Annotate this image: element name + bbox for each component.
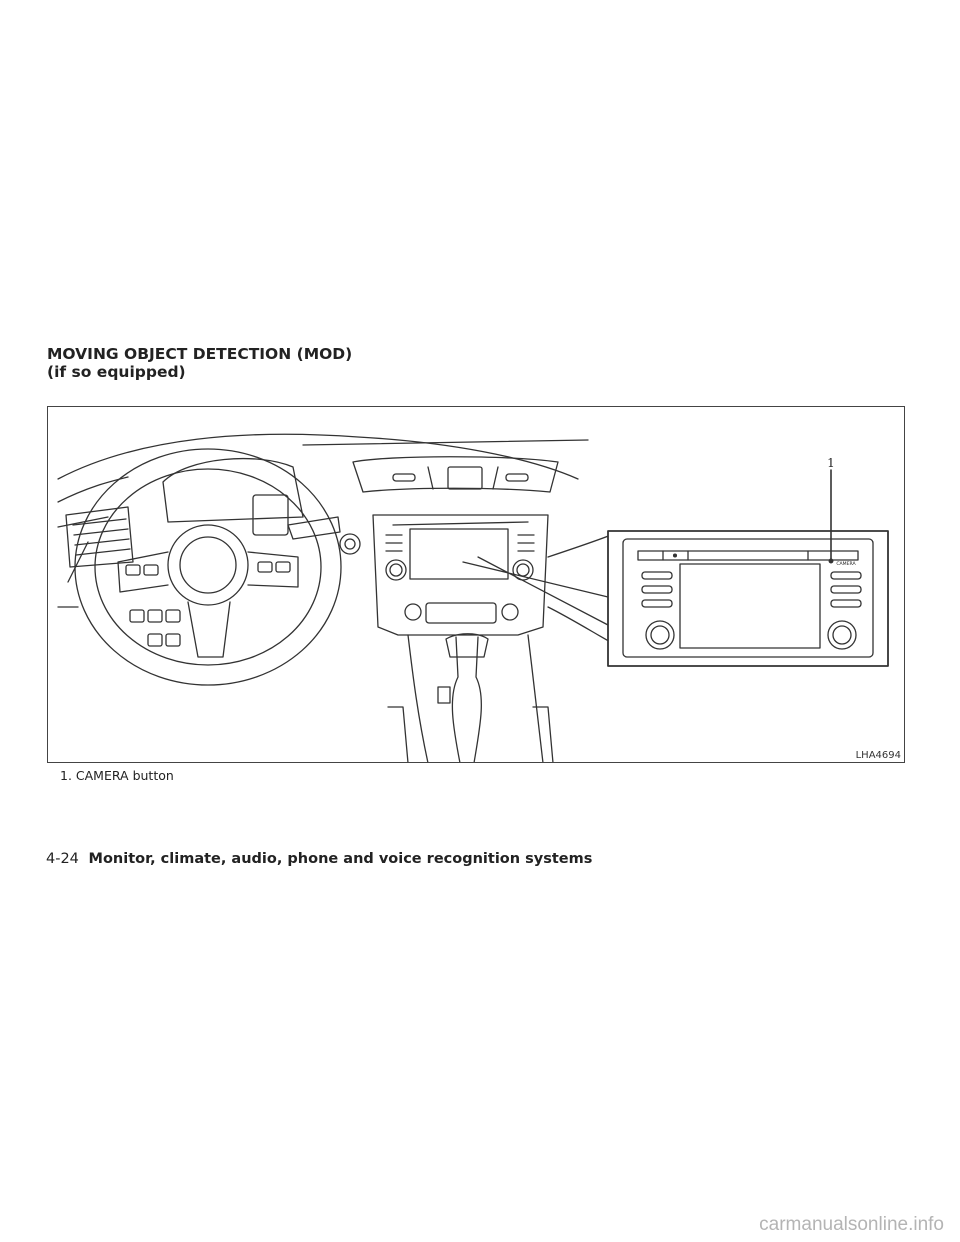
windshield-edge	[302, 439, 589, 446]
watermark: carmanualsonline.info	[759, 1214, 944, 1235]
center-console	[372, 514, 549, 636]
section-heading-line2: (if so equipped)	[47, 363, 186, 381]
instrument-cluster	[162, 458, 304, 523]
section-heading: MOVING OBJECT DETECTION (MOD) (if so equ…	[47, 345, 352, 381]
console-screen	[409, 528, 509, 580]
camera-button-label: CAMERA	[836, 561, 856, 567]
page-number: 4-24	[46, 851, 79, 867]
left-vent	[65, 506, 134, 568]
console-left-knob	[385, 559, 407, 581]
callout-number: 1	[827, 456, 835, 470]
figure-caption: 1. CAMERA button	[60, 768, 174, 783]
audio-unit-detail-icon	[607, 469, 889, 667]
steering-wheel-icon	[74, 448, 342, 686]
figure-code: LHA4694	[854, 750, 902, 761]
section-title: Monitor, climate, audio, phone and voice…	[88, 851, 593, 867]
dashboard-top-line	[57, 433, 579, 480]
center-vent	[352, 456, 559, 493]
page-footer: 4-24 Monitor, climate, audio, phone and …	[46, 851, 592, 867]
dashboard-illustration: 1 CAMERA	[57, 433, 889, 762]
climate-panel	[425, 602, 497, 624]
gear-shifter	[445, 633, 489, 658]
callout-arrow-icon	[462, 556, 609, 626]
section-heading-line1: MOVING OBJECT DETECTION (MOD)	[47, 345, 353, 363]
dashboard-figure: 1 CAMERA LHA4694	[47, 406, 905, 763]
